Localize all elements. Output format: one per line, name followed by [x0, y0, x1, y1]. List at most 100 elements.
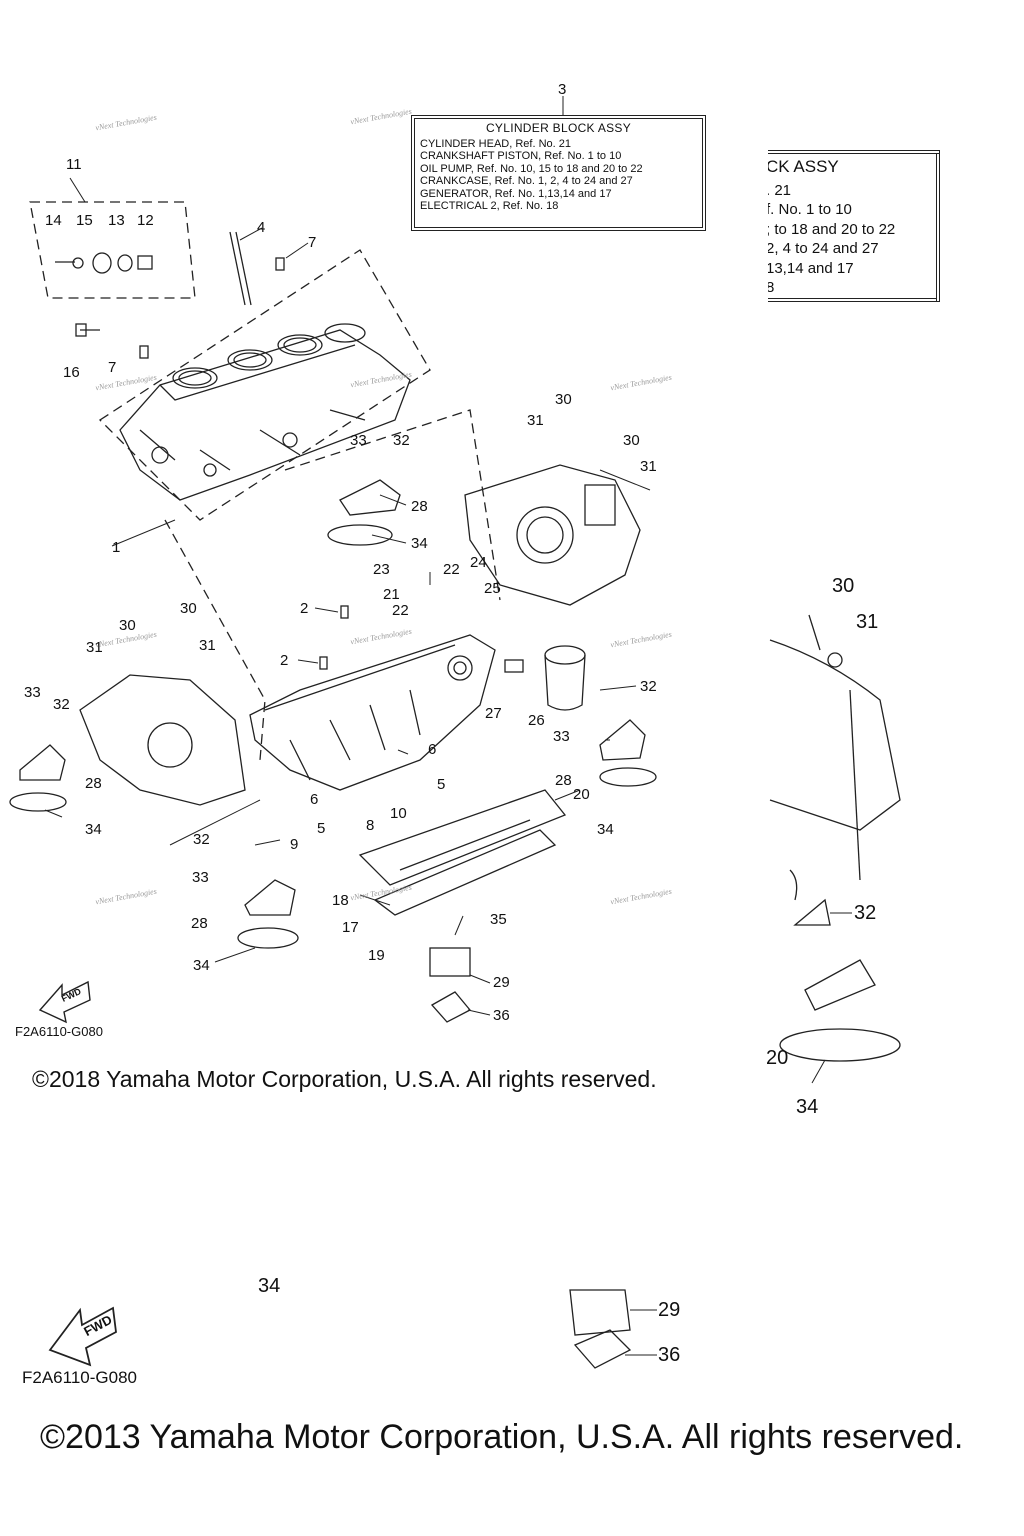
- group-outline-11: [29, 201, 196, 299]
- callout-20-large: 20: [766, 1047, 789, 1069]
- callout-32c: 32: [640, 678, 657, 695]
- callout-5: 5: [437, 776, 446, 793]
- callout-17: 17: [342, 919, 359, 936]
- callout-36-large: 36: [658, 1344, 681, 1366]
- assembly-box-title: CYLINDER BLOCK ASSY: [485, 121, 632, 135]
- engine-mounts-drawing: [9, 479, 657, 949]
- callout-30d: 30: [119, 617, 136, 634]
- callout-31d: 31: [199, 637, 216, 654]
- assembly-box-crop-line: 13,14 and 17: [768, 259, 854, 277]
- cylinder-block-drawing: [119, 231, 411, 501]
- group-outline-right: [284, 409, 501, 601]
- assembly-box-line: CRANKSHAFT PISTON, Ref. No. 1 to 10: [420, 150, 622, 162]
- callout-21: 21: [383, 586, 400, 603]
- callout-23: 23: [373, 561, 390, 578]
- assembly-box-crop-line: f. No. 1 to 10: [768, 201, 852, 218]
- callout-1: 1: [112, 539, 121, 556]
- callout-28d: 28: [191, 915, 208, 932]
- callout-4: 4: [257, 219, 266, 236]
- callout-32b: 32: [53, 696, 70, 713]
- lower-crop-drawing: [569, 1289, 632, 1369]
- callout-34d: 34: [193, 957, 210, 974]
- callout-34-lower: 34: [258, 1275, 281, 1297]
- callout-8: 8: [366, 817, 375, 834]
- enlarged-fragment-drawing: [769, 614, 901, 1062]
- assembly-box-crop-title: CK ASSY: [768, 157, 839, 176]
- callout-28c: 28: [85, 775, 102, 792]
- callout-33c: 33: [553, 728, 570, 745]
- callout-28b: 28: [555, 772, 572, 789]
- callout-14: 14: [45, 212, 62, 229]
- callout-34c: 34: [597, 821, 614, 838]
- callout-22: 22: [443, 561, 460, 578]
- callout-35: 35: [490, 911, 507, 928]
- assembly-box-crop: CK ASSY . 21 f. No. 1 to 10 ; to 18 and …: [768, 150, 940, 302]
- assembly-box-line: GENERATOR, Ref. No. 1,13,14 and 17: [420, 187, 612, 200]
- callout-2: 2: [300, 600, 309, 617]
- callout-31b: 31: [640, 458, 657, 475]
- assembly-box-line: CRANKCASE, Ref. No. 1, 2, 4 to 24 and 27: [420, 175, 633, 187]
- assembly-box-line: OIL PUMP, Ref. No. 10, 15 to 18 and 20 t…: [420, 162, 643, 175]
- callout-2b: 2: [280, 652, 289, 669]
- leader-lines: [44, 96, 852, 1356]
- callout-7: 7: [308, 234, 317, 251]
- callout-28: 28: [411, 498, 428, 515]
- callout-30: 30: [555, 391, 572, 408]
- callout-18: 18: [332, 892, 349, 909]
- callout-16: 16: [63, 364, 80, 381]
- callout-34-large: 34: [796, 1096, 819, 1118]
- callout-36: 36: [493, 1007, 510, 1024]
- callout-29-large: 29: [658, 1299, 681, 1321]
- copyright-2013: ©2013 Yamaha Motor Corporation, U.S.A. A…: [40, 1418, 964, 1456]
- callout-32d: 32: [193, 831, 210, 848]
- callout-6b: 6: [310, 791, 319, 808]
- callout-24: 24: [470, 554, 487, 571]
- callout-5b: 5: [317, 820, 326, 837]
- callout-7b: 7: [108, 359, 117, 376]
- callout-25: 25: [484, 580, 501, 597]
- callout-3: 3: [558, 81, 567, 98]
- callout-26: 26: [528, 712, 545, 729]
- assembly-box-line: ELECTRICAL 2, Ref. No. 18: [420, 200, 559, 212]
- callout-32: 32: [393, 432, 410, 449]
- assembly-box: CYLINDER BLOCK ASSY CYLINDER HEAD, Ref. …: [411, 115, 706, 231]
- generator-cover-drawing: [464, 464, 641, 606]
- callout-11: 11: [66, 156, 82, 173]
- callout-34: 34: [411, 535, 428, 552]
- callout-33b: 33: [24, 684, 41, 701]
- fwd-arrow-icon-large: [48, 1306, 117, 1367]
- callout-29: 29: [493, 974, 510, 991]
- callout-20: 20: [573, 786, 590, 803]
- assembly-box-line: CYLINDER HEAD, Ref. No. 21: [420, 137, 571, 150]
- figure-code: F2A6110-G080: [15, 1024, 103, 1039]
- copyright-2018: ©2018 Yamaha Motor Corporation, U.S.A. A…: [32, 1066, 657, 1092]
- callout-10: 10: [390, 805, 407, 822]
- callout-33d: 33: [192, 869, 209, 886]
- callout-22b: 22: [392, 602, 409, 619]
- callout-30c: 30: [180, 600, 197, 617]
- fwd-arrow-icon: [38, 980, 91, 1024]
- oil-pan-drawing: [358, 789, 567, 1023]
- callout-6: 6: [428, 741, 437, 758]
- callout-15: 15: [76, 212, 93, 229]
- group-outline-block: [98, 249, 431, 521]
- part-group-11-drawing: [55, 252, 153, 337]
- left-cover-drawing: [79, 674, 246, 806]
- callout-31: 31: [527, 412, 544, 429]
- callout-30-large: 30: [832, 575, 855, 597]
- assembly-box-crop-line: 8: [768, 278, 895, 298]
- callout-34b: 34: [85, 821, 102, 838]
- callout-33: 33: [350, 432, 367, 449]
- figure-code-large: F2A6110-G080: [22, 1368, 137, 1387]
- callout-12: 12: [137, 212, 154, 229]
- assembly-box-crop-line: ; to 18 and 20 to 22: [768, 220, 896, 238]
- callout-27: 27: [485, 705, 502, 722]
- crankcase-drawing: [249, 605, 586, 791]
- group-outline-crankcase: [164, 519, 266, 761]
- callout-32-large: 32: [854, 902, 877, 924]
- assembly-box-crop-line: . 21: [768, 181, 792, 199]
- callout-13: 13: [108, 212, 125, 229]
- callout-30b: 30: [623, 432, 640, 449]
- callout-31-large: 31: [856, 611, 879, 633]
